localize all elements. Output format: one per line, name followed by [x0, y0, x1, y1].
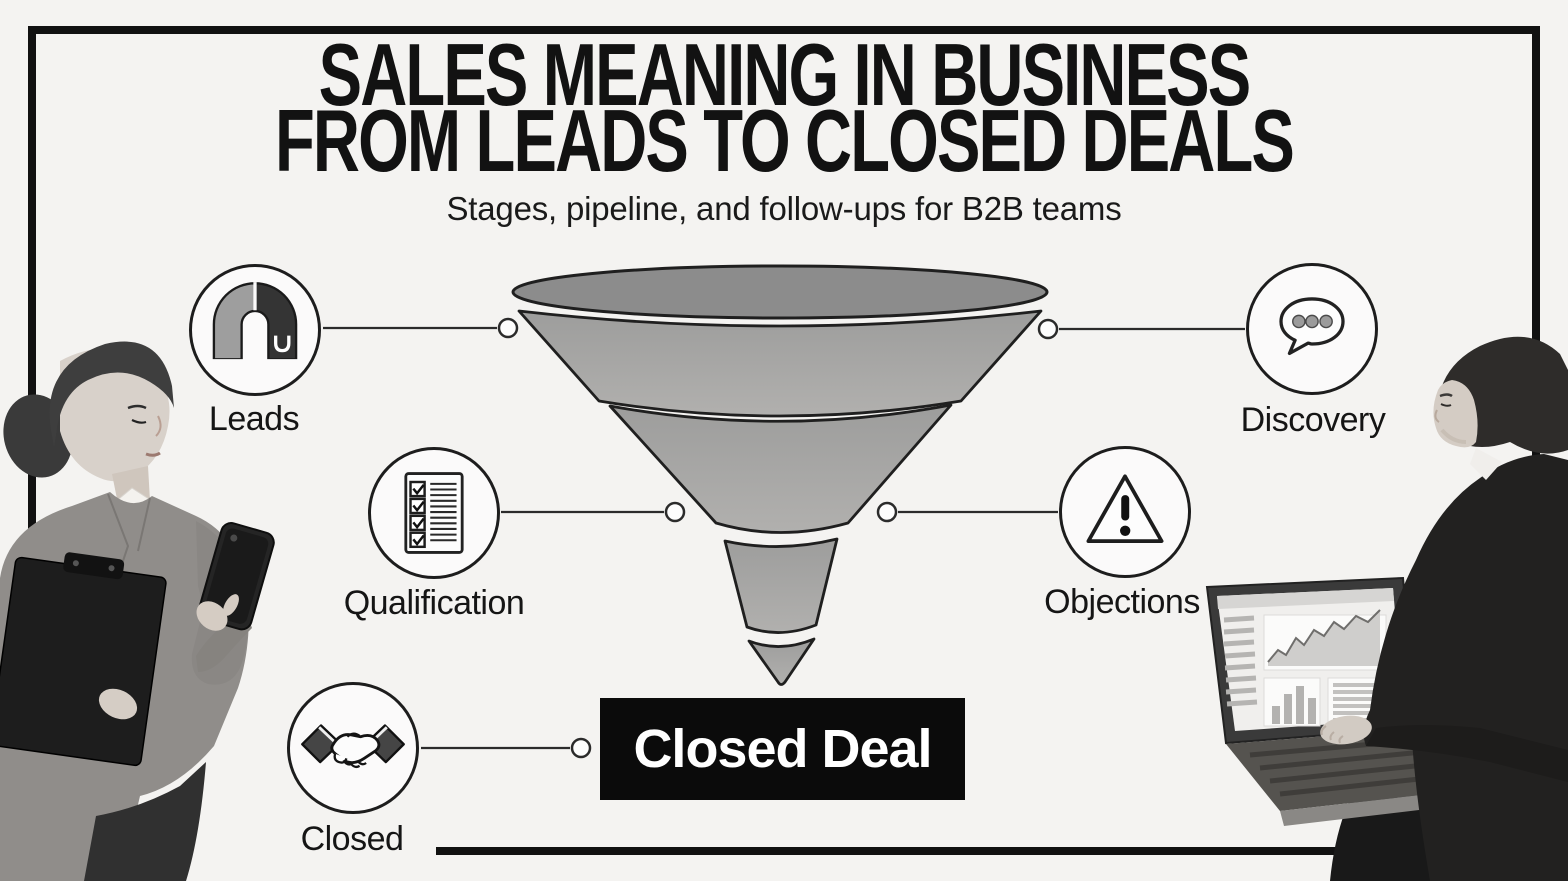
page-subtitle: Stages, pipeline, and follow-ups for B2B… — [446, 190, 1122, 227]
funnel-segment-1 — [517, 309, 1043, 418]
stage-objections-circle — [1059, 446, 1191, 578]
clipboard — [0, 552, 167, 767]
man-arm — [1366, 725, 1568, 782]
stage-label-closed: Closed — [300, 820, 404, 858]
connector-qualification — [501, 501, 686, 523]
man-figure — [1205, 336, 1568, 881]
woman-hair — [49, 341, 174, 448]
stage-label-qualification: Qualification — [343, 584, 525, 622]
woman-figure — [0, 341, 275, 881]
stage-label-objections: Objections — [1044, 583, 1200, 621]
laptop — [1205, 576, 1486, 826]
laptop-line-chart — [1268, 610, 1380, 666]
warning-triangle-icon — [1086, 474, 1164, 543]
man-hand — [1320, 715, 1372, 745]
man-suit — [1363, 454, 1568, 881]
magnet-icon — [212, 282, 298, 360]
connector-leads — [323, 317, 519, 339]
checklist-icon — [404, 472, 464, 554]
woman-trousers — [84, 762, 206, 881]
man-collar — [1470, 448, 1502, 480]
page-title-line-1: SALES MEANING IN BUSINESS — [318, 25, 1252, 124]
handshake-icon — [301, 724, 405, 769]
funnel-top-ellipse — [511, 264, 1049, 320]
funnel-shape — [511, 264, 1049, 686]
frame-border-top — [28, 26, 1540, 34]
woman-left-hand — [98, 688, 138, 720]
stage-label-discovery: Discovery — [1240, 401, 1386, 439]
header: SALES MEANING IN BUSINESS FROM LEADS TO … — [0, 25, 1568, 228]
closed-deal-label: Closed Deal — [633, 719, 932, 779]
businesswoman-photo — [0, 341, 275, 881]
funnel-segment-4 — [747, 637, 816, 686]
stage-qualification-circle — [368, 447, 500, 579]
funnel-segment-2 — [608, 403, 953, 534]
closed-deal-box: Closed Deal — [600, 698, 965, 800]
stage-label-leads: Leads — [208, 400, 300, 438]
connector-discovery — [1037, 318, 1245, 340]
laptop-bar-chart — [1272, 686, 1316, 724]
businessman-photo — [1205, 336, 1568, 881]
stage-closed-circle — [287, 682, 419, 814]
smartphone — [198, 522, 275, 631]
stage-discovery-circle — [1246, 263, 1378, 395]
woman-face — [60, 349, 170, 482]
woman-right-hand — [196, 601, 228, 631]
chat-bubble-icon — [1279, 297, 1345, 356]
connector-closed — [421, 737, 592, 759]
connector-objections — [876, 501, 1058, 523]
connector-lines — [323, 317, 1245, 759]
funnel-segment-3 — [723, 537, 839, 634]
page-title-line-2: FROM LEADS TO CLOSED DEALS — [275, 91, 1295, 190]
stage-leads-circle — [189, 264, 321, 396]
frame-border-bottom — [436, 847, 1540, 855]
